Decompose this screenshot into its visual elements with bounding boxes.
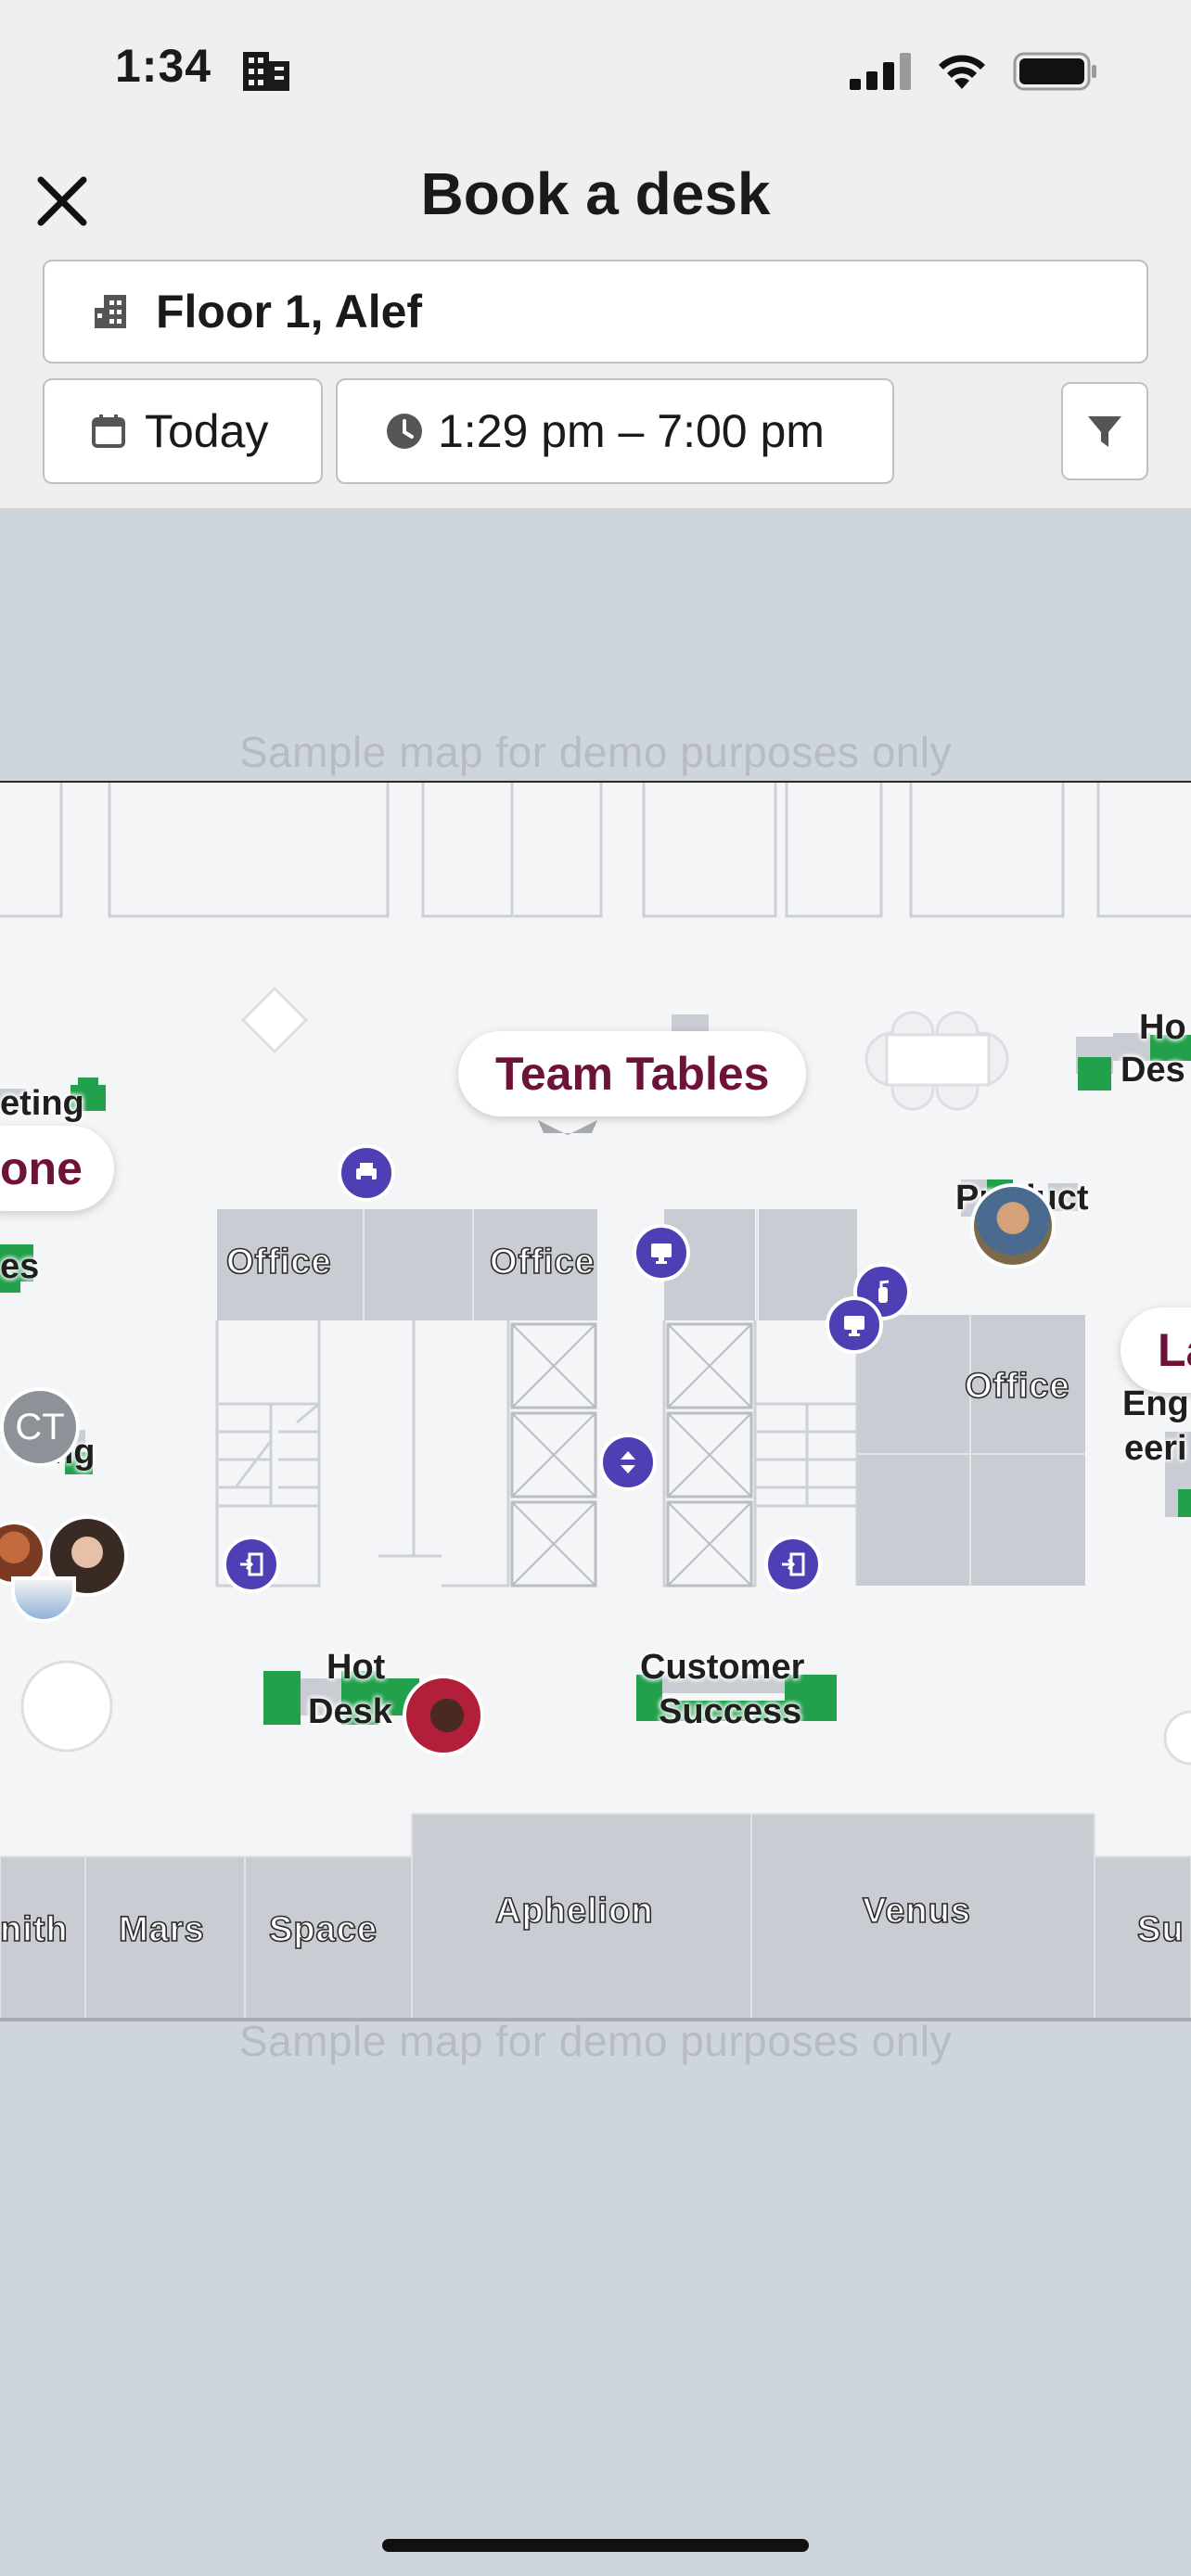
printer-icon <box>356 1163 377 1180</box>
monitor-poi[interactable] <box>633 1224 690 1282</box>
close-icon[interactable] <box>33 172 91 230</box>
date-selector[interactable]: Today <box>43 378 323 484</box>
map-watermark-bottom: Sample map for demo purposes only <box>238 2017 953 2065</box>
floor-selector-value: Floor 1, Alef <box>156 286 423 338</box>
area-label-hot-desk-right-2: Des <box>1121 1051 1185 1090</box>
room-label-office[interactable]: Office <box>489 1242 596 1282</box>
desk-cluster-marketing[interactable] <box>0 1078 106 1111</box>
top-bar: 1:34 Book a desk <box>0 0 1191 510</box>
area-label-hot-desk-2: Desk <box>308 1692 392 1731</box>
pill-team-tables[interactable]: Team Tables <box>458 1031 807 1116</box>
area-label-hot-desk-right-1: Ho <box>1139 1008 1186 1047</box>
room-label-sup[interactable]: Su <box>1136 1909 1185 1950</box>
cellular-signal-icon <box>850 53 911 90</box>
room-label-mars[interactable]: Mars <box>118 1909 205 1950</box>
printer-poi[interactable] <box>338 1144 395 1202</box>
room-label-office[interactable]: Office <box>225 1242 332 1282</box>
area-label-customer-success-1: Customer <box>640 1648 805 1687</box>
area-label-marketing: eting <box>0 1084 84 1123</box>
desk-cluster-engineering[interactable] <box>1165 1432 1191 1517</box>
avatar-photo[interactable] <box>403 1675 484 1756</box>
room-label-office[interactable]: Office <box>964 1366 1070 1407</box>
area-label-hot-desk-1: Hot <box>327 1648 386 1687</box>
filter-button[interactable] <box>1061 382 1148 480</box>
battery-icon <box>1013 52 1096 91</box>
room-label-smith[interactable]: nith <box>0 1909 69 1950</box>
time-range-value: 1:29 pm – 7:00 pm <box>438 405 825 457</box>
home-indicator <box>382 2539 809 2552</box>
desk-cluster-left-es[interactable] <box>0 1244 33 1293</box>
map-watermark-top: Sample map for demo purposes only <box>238 728 953 776</box>
desk-cluster-customer-success[interactable] <box>636 1675 837 1721</box>
entrance-poi[interactable] <box>764 1536 822 1593</box>
pill-zone-left[interactable]: one <box>0 1126 114 1211</box>
status-indicators <box>850 48 1098 95</box>
building-icon <box>243 52 289 91</box>
elevator-icon <box>621 1451 635 1473</box>
pill-zone-right[interactable]: La <box>1121 1307 1191 1393</box>
calendar-icon <box>92 414 125 448</box>
monitor-icon <box>651 1243 672 1264</box>
floor-selector[interactable]: Floor 1, Alef <box>43 260 1148 363</box>
elevator-poi[interactable] <box>599 1434 657 1491</box>
area-label-engineering-2: eeri <box>1124 1429 1187 1468</box>
room-label-venus[interactable]: Venus <box>862 1891 971 1932</box>
floor-plan-map[interactable]: Office Office Office nith Mars Space Aph… <box>0 781 1191 2021</box>
desk-cluster-hot-desk-right[interactable] <box>1076 1033 1191 1090</box>
floor-plan-walls <box>0 783 1191 2021</box>
status-time: 1:34 <box>115 40 212 92</box>
entrance-poi[interactable] <box>223 1536 280 1593</box>
clock-icon <box>387 414 422 449</box>
entrance-icon <box>240 1552 263 1576</box>
wifi-icon <box>939 55 985 89</box>
monitor-poi[interactable] <box>826 1296 883 1354</box>
date-selector-value: Today <box>145 405 269 457</box>
avatar-initials-text: CT <box>15 1406 65 1447</box>
entrance-icon <box>782 1552 805 1576</box>
time-range-selector[interactable]: 1:29 pm – 7:00 pm <box>336 378 894 484</box>
avatar-initials[interactable]: CT <box>0 1387 80 1467</box>
filter-funnel-icon <box>1088 416 1121 447</box>
building-icon <box>95 295 126 328</box>
monitor-icon <box>844 1316 864 1336</box>
page-title: Book a desk <box>420 160 771 227</box>
area-label-customer-success-2: Success <box>659 1692 802 1731</box>
room-label-aphelion[interactable]: Aphelion <box>494 1891 654 1932</box>
avatar-photo[interactable] <box>970 1183 1056 1269</box>
fire-extinguisher-icon <box>878 1280 890 1303</box>
room-label-space[interactable]: Space <box>268 1909 378 1950</box>
area-label-left-es: es <box>0 1247 40 1286</box>
